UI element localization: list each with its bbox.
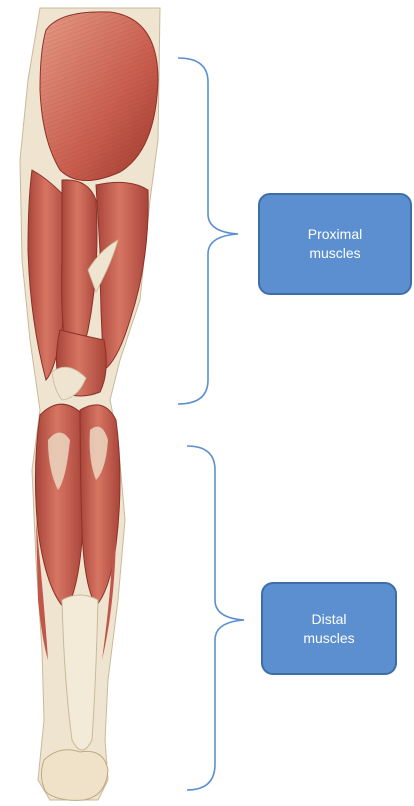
distal-muscles-label-box: Distal muscles: [261, 582, 397, 675]
distal-label-line1: Distal: [311, 610, 346, 629]
proximal-muscles-label-box: Proximal muscles: [258, 193, 412, 295]
proximal-label-line1: Proximal: [308, 225, 362, 244]
proximal-label-line2: muscles: [309, 244, 360, 263]
distal-label-line2: muscles: [303, 629, 354, 648]
